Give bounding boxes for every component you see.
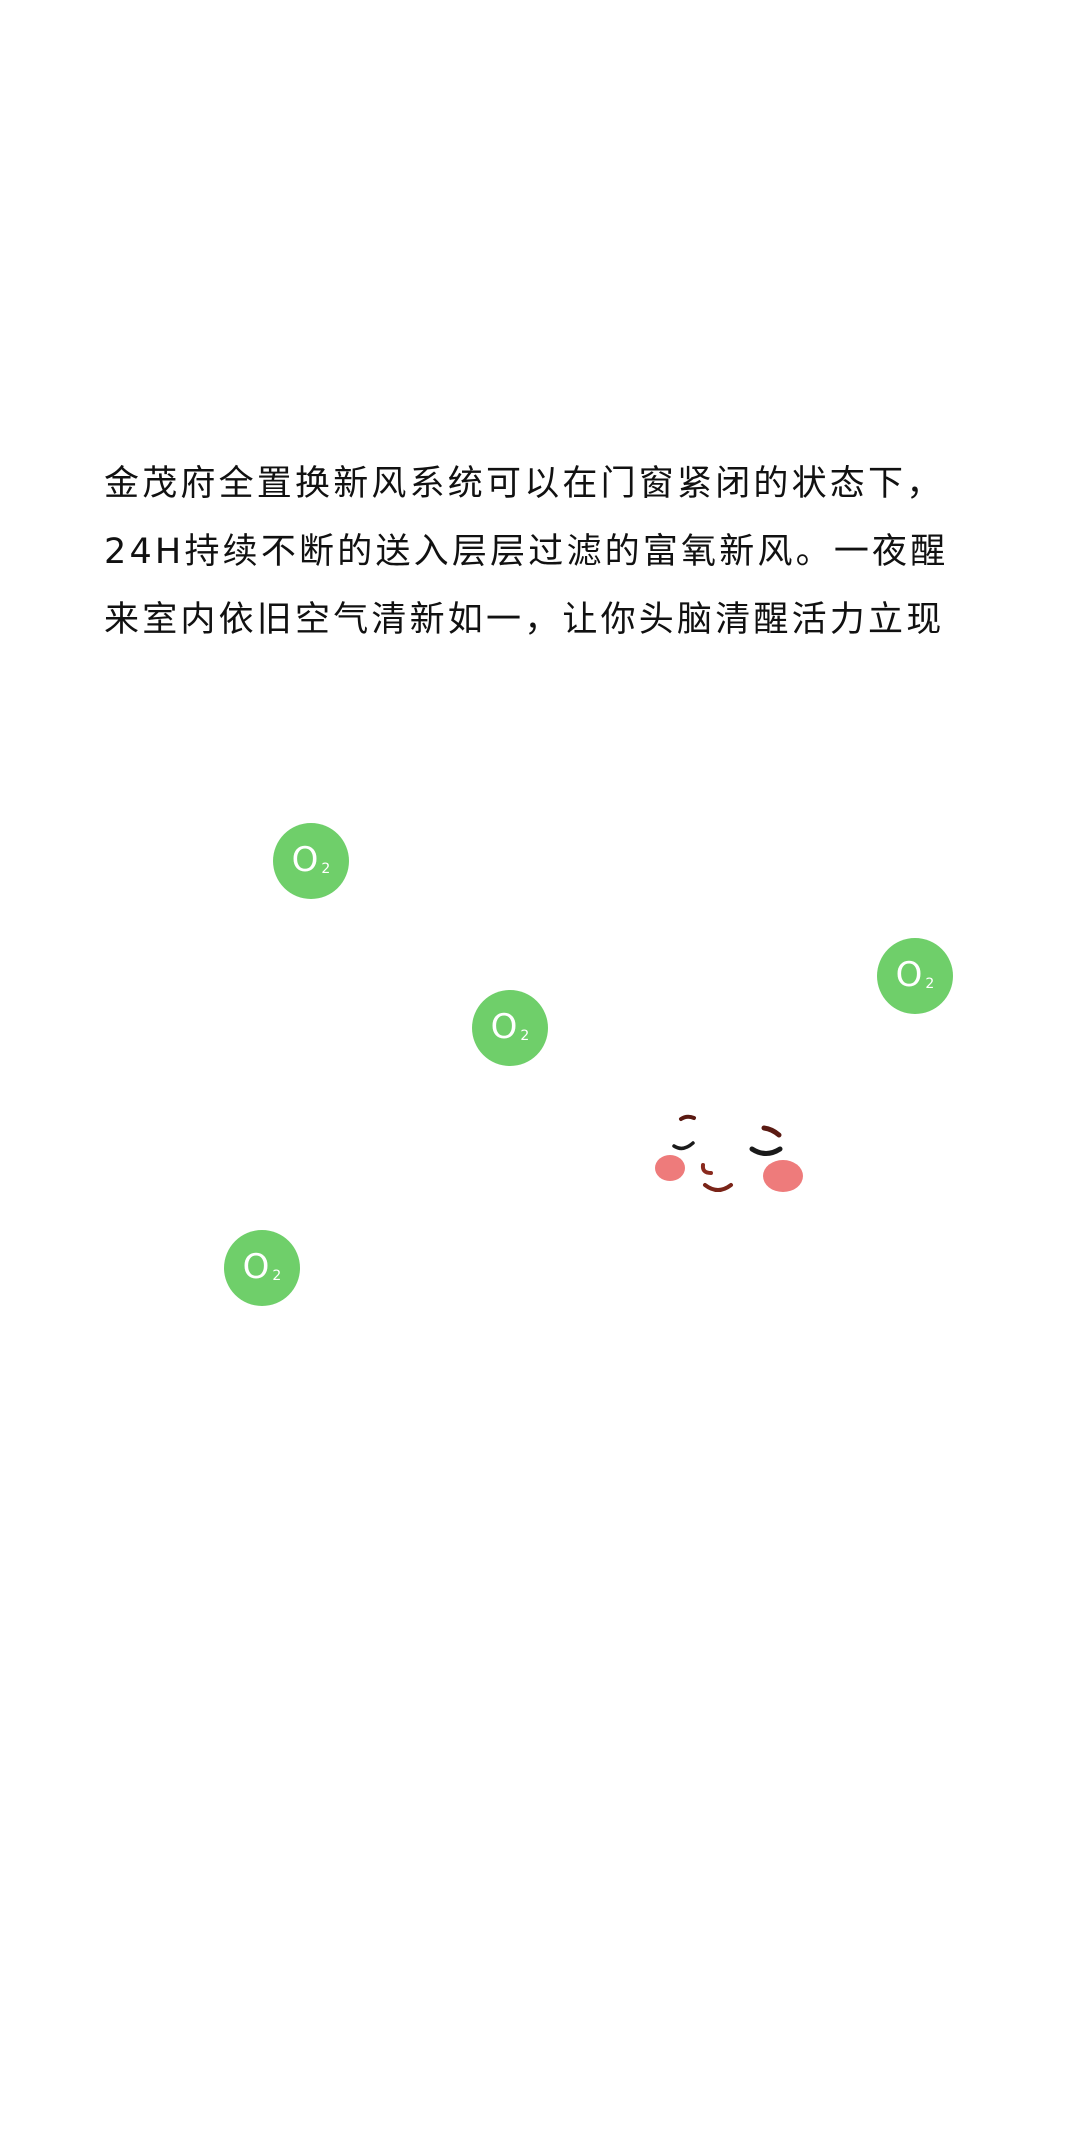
sleeping-face-icon — [655, 1114, 803, 1192]
intro-line-1: 金茂府全置换新风系统可以在门窗紧闭的状态下， — [104, 464, 945, 504]
oxygen-letter: O — [490, 1007, 518, 1047]
intro-paragraph: 金茂府全置换新风系统可以在门窗紧闭的状态下， 24H持续不断的送入层层过滤的富氧… — [104, 450, 984, 654]
left-eyebrow — [679, 1114, 696, 1121]
right-eyebrow — [761, 1125, 782, 1138]
left-closed-eye — [672, 1141, 695, 1151]
mouth — [703, 1183, 733, 1192]
intro-line-3: 来室内依旧空气清新如一，让你头脑清醒活力立现 — [104, 600, 945, 640]
nose — [700, 1163, 713, 1175]
left-cheek — [655, 1155, 685, 1181]
oxygen-letter: O — [291, 840, 319, 880]
oxygen-subscript: 2 — [520, 1028, 530, 1044]
intro-line-2: 24H持续不断的送入层层过滤的富氧新风。一夜醒 — [104, 532, 949, 572]
right-closed-eye — [749, 1146, 783, 1156]
right-cheek — [763, 1160, 803, 1192]
oxygen-subscript: 2 — [272, 1268, 282, 1284]
oxygen-subscript: 2 — [925, 976, 935, 992]
oxygen-letter: O — [242, 1247, 270, 1287]
oxygen-subscript: 2 — [321, 861, 331, 877]
oxygen-letter: O — [895, 955, 923, 995]
